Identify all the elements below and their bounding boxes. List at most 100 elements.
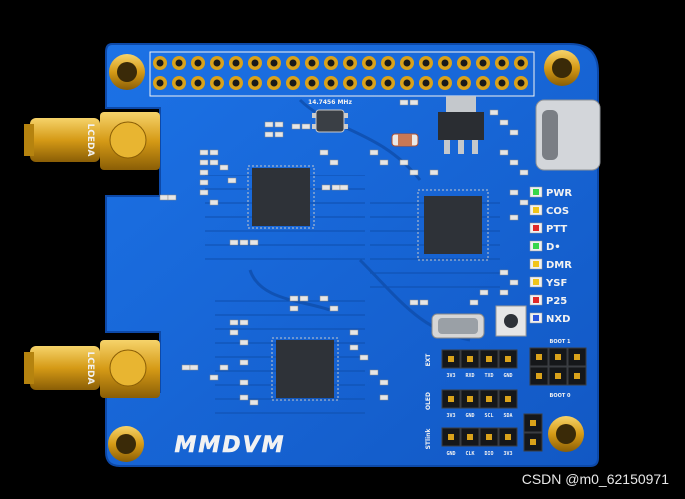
oled-header-label: OLED xyxy=(425,392,432,410)
smd-component xyxy=(199,159,209,166)
smd-component xyxy=(509,189,519,196)
smd-component xyxy=(469,299,479,306)
passive-components xyxy=(159,99,529,406)
crystal xyxy=(312,109,348,133)
sma-connector-top: LCEDA xyxy=(24,112,160,170)
stlink-header-pin-label: 3V3 xyxy=(503,451,512,457)
smd-component xyxy=(249,399,259,406)
boot1-label: BOOT 1 xyxy=(550,339,571,345)
boot-jumper-block[interactable] xyxy=(529,347,587,386)
watermark: CSDN @m0_62150971 xyxy=(521,471,669,487)
smd-component xyxy=(499,149,509,156)
led-0-lens xyxy=(533,189,539,195)
ext-header-pin-label: RXD xyxy=(465,373,474,379)
oled-header-pin-label: SDA xyxy=(503,413,512,419)
stlink-header-pin-label: DIO xyxy=(484,451,493,457)
smd-component xyxy=(209,159,219,166)
smd-component xyxy=(301,123,311,130)
smd-component xyxy=(519,199,529,206)
smd-component xyxy=(409,169,419,176)
smd-component xyxy=(239,379,249,386)
smd-component xyxy=(181,364,191,371)
smd-component xyxy=(379,394,389,401)
smd-component xyxy=(339,184,349,191)
smd-component xyxy=(239,359,249,366)
smd-component xyxy=(349,329,359,336)
stlink-header-pin-label: CLK xyxy=(465,451,474,457)
led-6-label: P25 xyxy=(546,296,567,307)
led-5-lens xyxy=(533,279,539,285)
smd-component xyxy=(321,184,331,191)
mcu-chip xyxy=(417,189,489,261)
smd-component xyxy=(159,194,169,201)
led-7-label: NXD xyxy=(546,314,570,325)
reset-button[interactable] xyxy=(495,305,527,337)
oled-header-pin-label: SCL xyxy=(484,413,493,419)
smd-component xyxy=(319,295,329,302)
led-3-label: D• xyxy=(546,242,561,253)
led-3-lens xyxy=(533,243,539,249)
smd-component xyxy=(229,319,239,326)
smd-component xyxy=(509,129,519,136)
led-7-lens xyxy=(533,315,539,321)
smd-component xyxy=(209,199,219,206)
smd-component xyxy=(227,177,237,184)
smd-component xyxy=(219,164,229,171)
smd-component xyxy=(399,159,409,166)
brand-logo: MMDVM xyxy=(175,433,286,458)
smd-component xyxy=(199,149,209,156)
smd-component xyxy=(239,319,249,326)
smd-component xyxy=(264,131,274,138)
boot0-label: BOOT 0 xyxy=(550,393,571,399)
smd-component xyxy=(499,289,509,296)
smd-component xyxy=(219,364,229,371)
smd-component xyxy=(349,344,359,351)
ext-header: 3V3 RXD TXD GND xyxy=(441,349,518,379)
smd-component xyxy=(399,99,409,106)
ext-header-pin-label: GND xyxy=(503,373,512,379)
led-2-label: PTT xyxy=(546,224,567,235)
smd-component xyxy=(331,184,341,191)
smd-component xyxy=(189,364,199,371)
smd-component xyxy=(379,159,389,166)
smd-component xyxy=(379,379,389,386)
gpio-header xyxy=(149,51,535,97)
led-1-label: COS xyxy=(546,206,569,217)
rf-chip-top xyxy=(247,165,315,229)
smd-component xyxy=(199,179,209,186)
smd-component xyxy=(289,295,299,302)
led-6-lens xyxy=(533,297,539,303)
ext-header-pin-label: 3V3 xyxy=(446,373,455,379)
smd-component xyxy=(329,159,339,166)
sma-connector-bottom: LCEDA xyxy=(24,340,160,398)
sma-top-label: LCEDA xyxy=(85,124,95,157)
smd-component xyxy=(239,239,249,246)
smd-component xyxy=(249,239,259,246)
led-4-label: DMR xyxy=(546,260,572,271)
smd-component xyxy=(479,289,489,296)
usb-c-connector xyxy=(535,99,601,171)
smd-component xyxy=(274,131,284,138)
voltage-regulator xyxy=(438,96,484,154)
oled-header-pin-label: GND xyxy=(465,413,474,419)
sma-bottom-label: LCEDA xyxy=(85,352,95,385)
mounting-holes xyxy=(108,50,584,462)
smd-component xyxy=(329,305,339,312)
stlink-header-label: STlink xyxy=(425,428,432,450)
smd-component xyxy=(409,299,419,306)
led-1-lens xyxy=(533,207,539,213)
led-0-label: PWR xyxy=(546,188,572,199)
smd-component xyxy=(509,279,519,286)
smd-component xyxy=(429,169,439,176)
smd-component xyxy=(499,269,509,276)
smd-component xyxy=(274,121,284,128)
ext-header-pin-label: TXD xyxy=(484,373,493,379)
smd-component xyxy=(369,149,379,156)
smd-component xyxy=(209,149,219,156)
led-4-lens xyxy=(533,261,539,267)
